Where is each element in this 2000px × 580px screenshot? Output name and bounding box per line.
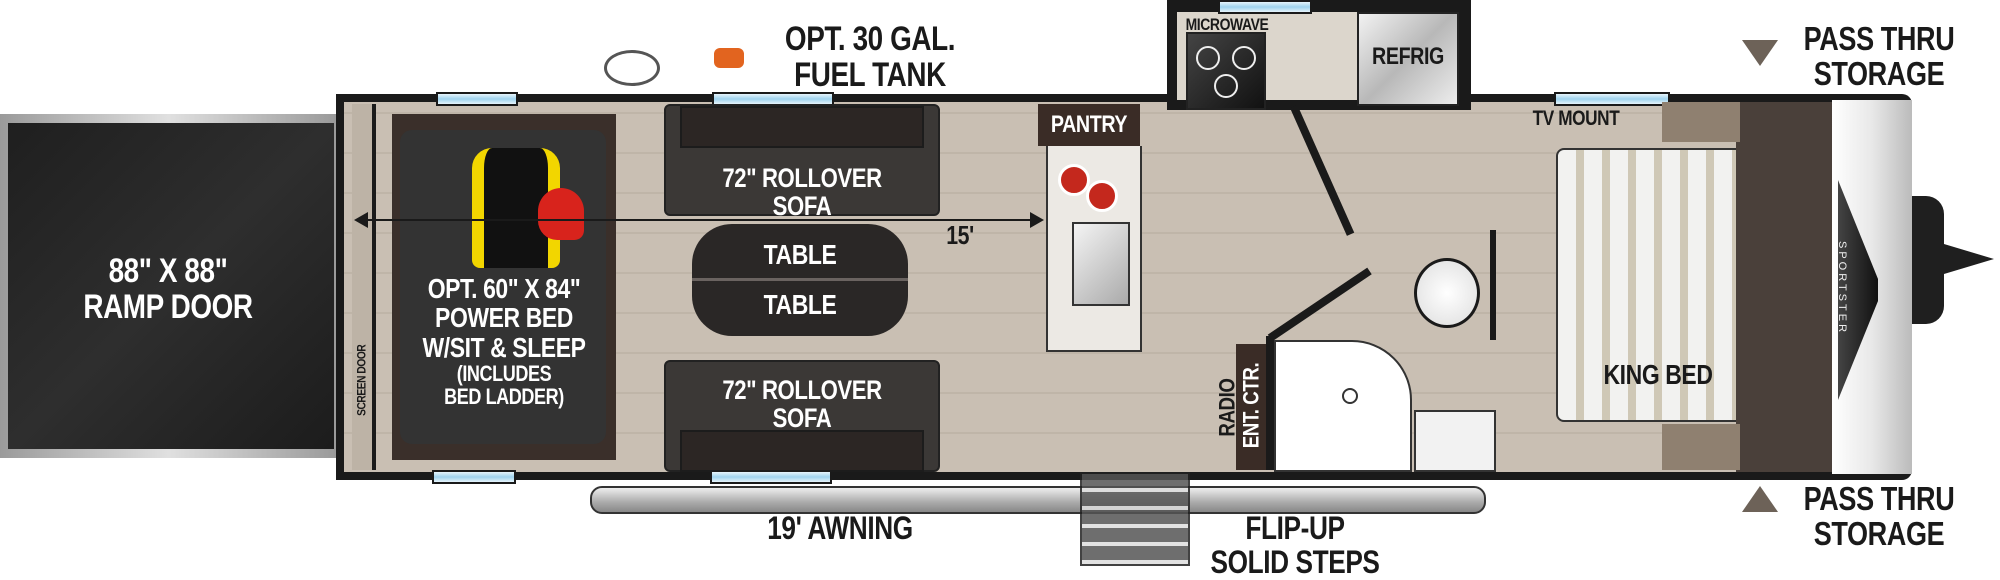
king-bed-label: KING BED: [1603, 359, 1713, 390]
pass-thru-bottom-label: PASS THRU STORAGE: [1803, 480, 1955, 552]
burner-icon: [1196, 46, 1220, 70]
table-bottom-label: TABLE: [763, 289, 837, 320]
refrig-label: REFRIG: [1372, 43, 1444, 70]
awning-label: 19' AWNING: [767, 510, 913, 546]
bath-wall-vert: [1490, 230, 1496, 340]
window-sofa-bottom: [710, 470, 832, 484]
screen-door-label: SCREEN DOOR: [354, 344, 369, 416]
shower: [1274, 340, 1412, 472]
cup-icon: [1086, 180, 1118, 212]
arrow-down-icon: [1742, 40, 1778, 66]
pass-thru-top-label: PASS THRU STORAGE: [1803, 20, 1955, 92]
steps-label: FLIP-UP SOLID STEPS: [1210, 510, 1380, 580]
sink-counter: [1046, 146, 1142, 352]
table: TABLE TABLE: [692, 224, 908, 336]
window-bedroom: [1554, 92, 1670, 106]
drain-icon: [1342, 388, 1358, 404]
entry-steps[interactable]: [1080, 472, 1190, 566]
lavatory-sink: [1414, 410, 1496, 472]
sofa-top-label: 72" ROLLOVER SOFA: [722, 163, 882, 222]
burner-icon: [1232, 46, 1256, 70]
window-bottom-left: [432, 470, 516, 484]
ramp-door: 88" X 88" RAMP DOOR: [0, 114, 336, 458]
nightstand-bottom: [1662, 424, 1740, 470]
headboard-storage: [1736, 102, 1832, 472]
ramp-door-label: 88" X 88" RAMP DOOR: [83, 252, 253, 326]
hitch-tongue: [1944, 244, 1994, 274]
radio-label: RADIO: [1214, 378, 1240, 437]
sink: [1072, 222, 1130, 306]
arrow-up-icon: [1742, 486, 1778, 512]
front-cap: SPORTSTER: [1832, 100, 1912, 474]
cup-icon: [1058, 164, 1090, 196]
hitch: [1912, 196, 1944, 324]
bath-wall-lower: [1266, 336, 1274, 470]
toilet: [1414, 258, 1480, 328]
sofa-bottom: 72" ROLLOVER SOFA: [664, 360, 940, 472]
tv-mount-label: TV MOUNT: [1532, 107, 1620, 130]
microwave-label: MICROWAVE: [1185, 15, 1269, 34]
power-bed-label: OPT. 60" X 84" POWER BED W/SIT & SLEEP (…: [422, 273, 586, 410]
awning: [590, 486, 1486, 514]
power-bed: OPT. 60" X 84" POWER BED W/SIT & SLEEP (…: [392, 114, 616, 460]
sofa-top: 72" ROLLOVER SOFA: [664, 104, 940, 220]
burner-icon: [1214, 74, 1238, 98]
fuel-nozzle-icon: [604, 40, 744, 90]
dimension-line: [360, 219, 1038, 221]
pantry-label: PANTRY: [1050, 111, 1128, 138]
helmet-icon: [538, 188, 584, 240]
dimension-label: 15': [946, 220, 974, 250]
table-top-label: TABLE: [763, 239, 837, 270]
window-kitchen: [1218, 0, 1312, 14]
refrigerator: REFRIG: [1357, 12, 1459, 106]
sofa-bottom-label: 72" ROLLOVER SOFA: [722, 375, 882, 434]
arrow-left-icon: [354, 212, 368, 228]
fuel-tank-label: OPT. 30 GAL. FUEL TANK: [784, 20, 956, 94]
nightstand-top: [1662, 102, 1740, 142]
brand-cap-label: SPORTSTER: [1836, 240, 1848, 336]
cooktop: [1186, 32, 1266, 110]
arrow-right-icon: [1030, 212, 1044, 228]
window-front-left: [436, 92, 518, 106]
screen-door[interactable]: SCREEN DOOR: [352, 104, 376, 470]
pantry[interactable]: PANTRY: [1038, 104, 1140, 146]
ent-center: ENT. CTR.: [1236, 344, 1266, 470]
ent-ctr-label: ENT. CTR.: [1238, 362, 1264, 449]
